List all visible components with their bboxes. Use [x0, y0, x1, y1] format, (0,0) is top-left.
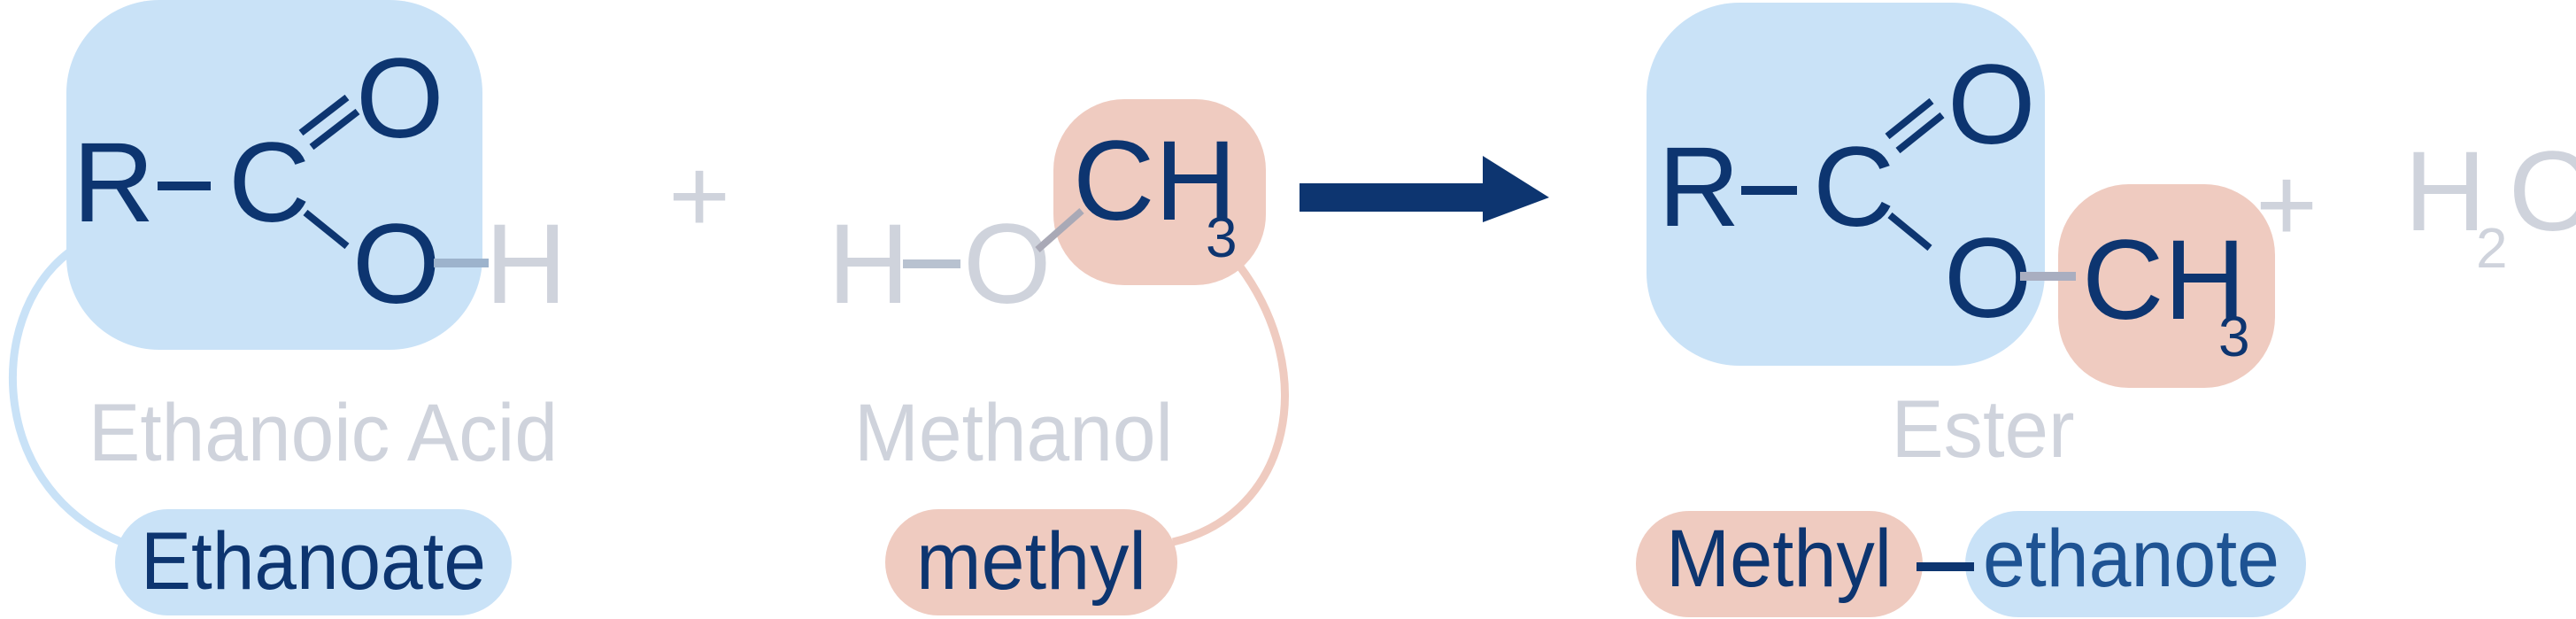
single-bond-c-o: [303, 209, 350, 250]
double-bond-b: [309, 108, 360, 151]
acid-highlight: [66, 0, 482, 350]
methyl-highlight: [1053, 99, 1266, 285]
atom-o-single: O: [352, 201, 441, 328]
methyl-name-pill: [1636, 511, 1923, 617]
atom-o: O: [963, 201, 1052, 328]
methyl-pill: [885, 509, 1177, 615]
single-bond-c-o: [1887, 212, 1932, 251]
subscript-2: 2: [2476, 216, 2508, 280]
ethanoate-pill: [115, 509, 512, 615]
ethanoic-acid-label: Ethanoic Acid: [89, 388, 558, 478]
atom-h: H: [2404, 128, 2486, 255]
acid-connector-arc: [8, 249, 130, 549]
subscript-3: 3: [2218, 305, 2250, 368]
atom-r: R: [73, 120, 154, 246]
ethanote-name-pill: [1965, 511, 2306, 617]
atom-h: H: [485, 201, 567, 328]
ester-structure: R C O O CH 3: [1647, 3, 2275, 388]
plus-sign-2: +: [2256, 145, 2318, 264]
bond-o-c: [1035, 207, 1084, 253]
atom-r: R: [1658, 124, 1739, 251]
methanol-label: Methanol: [854, 388, 1173, 478]
methyl-name: Methyl: [1666, 514, 1892, 604]
atom-o-single: O: [1944, 215, 2032, 342]
atom-ch: CH: [1073, 118, 1237, 244]
atom-o-double: O: [1947, 42, 2036, 168]
double-bond-b: [1895, 112, 1945, 154]
atom-c: C: [228, 120, 310, 246]
atom-h: H: [828, 201, 909, 328]
subscript-3: 3: [1206, 205, 1238, 269]
double-bond-a: [1885, 97, 1934, 140]
ester-acid-highlight: [1647, 3, 2045, 366]
methyl-label: methyl: [916, 516, 1146, 607]
ethanote-name: ethanote: [1983, 514, 2279, 604]
ester-methyl-highlight: [2058, 184, 2275, 388]
right-arrow-icon: [1300, 156, 1549, 222]
methanol-structure: H O CH 3: [828, 99, 1266, 328]
ethanoate-label: Ethanoate: [141, 516, 486, 607]
plus-sign: +: [668, 136, 730, 255]
water-structure: H 2 O: [2404, 128, 2576, 280]
ethanoic-acid-structure: R C O O H: [66, 0, 567, 350]
atom-c: C: [1813, 124, 1894, 251]
ester-label: Ester: [1892, 384, 2075, 475]
atom-o: O: [2509, 128, 2576, 255]
double-bond-a: [298, 94, 350, 136]
atom-o-double: O: [356, 35, 444, 162]
methyl-connector-arc: [1171, 263, 1289, 546]
atom-ch: CH: [2082, 217, 2246, 344]
